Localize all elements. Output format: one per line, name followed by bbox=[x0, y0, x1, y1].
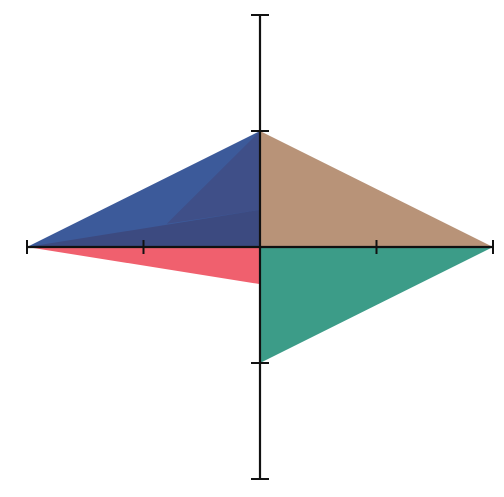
area-series-2 bbox=[260, 247, 493, 363]
area-series-1 bbox=[260, 131, 493, 247]
axes-layer bbox=[26, 14, 494, 480]
area-series-5 bbox=[27, 209, 260, 247]
area-series-6 bbox=[166, 131, 260, 224]
area-series-3 bbox=[27, 247, 260, 285]
areas-layer bbox=[27, 131, 493, 363]
